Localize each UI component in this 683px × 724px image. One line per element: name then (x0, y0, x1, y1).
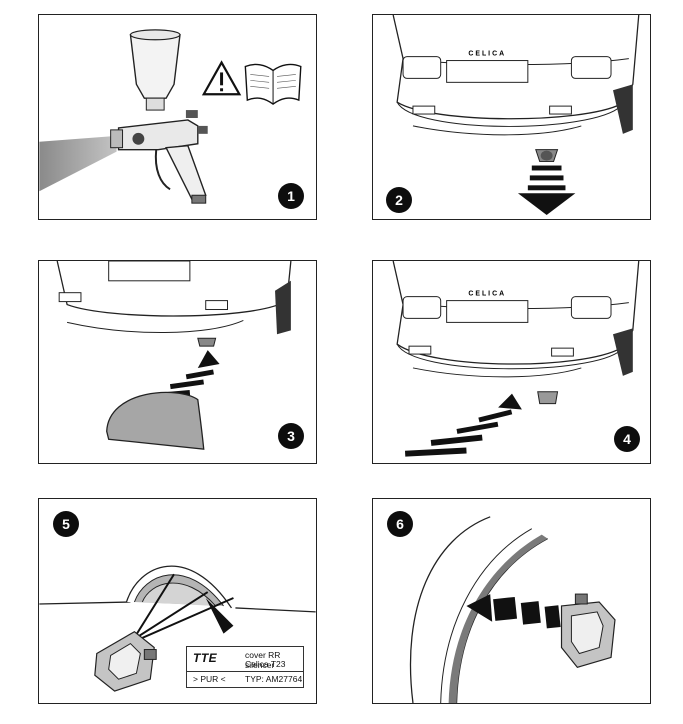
panel-step-4: CELICA 4 (372, 260, 651, 464)
cover-approach-illustration (56, 261, 292, 450)
part-material: > PUR < (193, 674, 226, 684)
step-number-badge: 3 (278, 423, 304, 449)
step-number-badge: 4 (614, 426, 640, 452)
plate-text: CELICA (468, 291, 506, 298)
arrow-curved-icon (404, 393, 522, 457)
clip-part (560, 593, 616, 669)
step-number-badge: 5 (53, 511, 79, 537)
license-plate (446, 60, 529, 83)
part-name: cover RR silencer (245, 650, 281, 670)
panel-step-3: 3 (38, 260, 317, 464)
panel-step-2: CELICA 2 (372, 14, 651, 220)
step-number-badge: 2 (386, 187, 412, 213)
spray-gun-illustration (39, 29, 302, 204)
wheel-arch-illustration (39, 565, 316, 692)
arrow-down-icon (517, 165, 576, 216)
clip-insert-illustration (409, 516, 616, 703)
panel-step-6: 6 (372, 498, 651, 704)
manual-book-icon (244, 63, 302, 105)
part-model: Celica T23 (245, 659, 286, 669)
panel-step-5: 5 TTE cover RR silencer Celica T23 > PUR… (38, 498, 317, 704)
spray-mist (39, 135, 117, 192)
cover-installed-illustration: CELICA (392, 261, 640, 457)
arrow-left-icon (466, 594, 561, 629)
clip-part (94, 630, 157, 692)
car-rear-illustration: CELICA (392, 15, 640, 216)
panel-step-1: 1 (38, 14, 317, 220)
brand-logo: TTE (193, 651, 218, 665)
plate-text: CELICA (468, 51, 506, 58)
warning-icon (201, 60, 242, 96)
part-type: TYP: AM27764 (245, 674, 303, 684)
silencer-cover (106, 391, 205, 450)
step-number-badge: 6 (387, 511, 413, 537)
step-number-badge: 1 (278, 183, 304, 209)
part-label: TTE cover RR silencer Celica T23 > PUR <… (186, 646, 304, 688)
